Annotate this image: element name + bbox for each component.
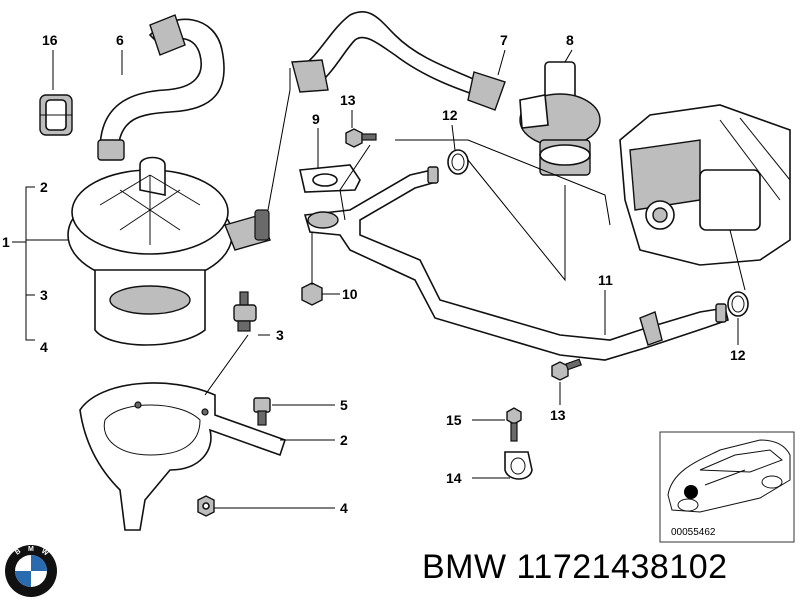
inset-image-number: 00055462	[671, 527, 716, 538]
callout-14: 14	[446, 470, 462, 486]
part-8-valve	[519, 61, 601, 176]
part-1-air-pump	[67, 156, 271, 346]
part-13-bolt-top	[345, 128, 377, 148]
assembly-lines	[267, 68, 746, 291]
part-12-seal-ring-top	[447, 149, 469, 175]
svg-text:W: W	[40, 548, 50, 558]
callout-7: 7	[500, 32, 508, 48]
callout-15: 15	[446, 412, 462, 428]
engine-block	[619, 104, 791, 266]
car-sketch	[667, 439, 791, 513]
part-10-nut	[301, 282, 323, 306]
callout-1: 1	[2, 234, 10, 250]
callout-2-top: 2	[40, 179, 48, 195]
part-7-hose	[291, 11, 506, 111]
callout-10: 10	[342, 286, 358, 302]
callout-8: 8	[566, 32, 574, 48]
callout-6: 6	[116, 32, 124, 48]
callout-numbers: 16 6 7 8 2 1 3 4 13 9 12 10 3 11 12 5 2 …	[2, 32, 746, 516]
part-5-bolt	[253, 397, 271, 426]
part-9-gasket	[299, 164, 361, 193]
pump-bracket	[79, 382, 287, 531]
part-number-label: BMW 11721438102	[422, 548, 728, 586]
callout-13-top: 13	[340, 92, 356, 108]
callout-9: 9	[312, 111, 320, 127]
part-13-bolt-bottom	[551, 358, 582, 381]
bmw-logo: B M W	[4, 544, 58, 603]
location-inset: 00055462	[659, 431, 795, 543]
callout-16: 16	[42, 32, 58, 48]
callout-4-bottom: 4	[340, 500, 348, 516]
part-4-nut	[197, 495, 215, 517]
callout-leaders	[12, 49, 739, 509]
part-16-grommet	[39, 94, 73, 136]
callout-5: 5	[340, 397, 348, 413]
callout-2-bottom: 2	[340, 432, 348, 448]
callout-13-bottom: 13	[550, 407, 566, 423]
callout-3-left: 3	[40, 287, 48, 303]
callout-4-left: 4	[40, 339, 48, 355]
callout-3-right: 3	[276, 327, 284, 343]
engine-location-marker	[684, 485, 698, 499]
bmw-roundel-icon: B M W	[5, 545, 57, 597]
part-6-hose	[97, 14, 225, 161]
callout-12-top: 12	[442, 107, 458, 123]
callout-11: 11	[598, 272, 613, 288]
part-15-bolt	[506, 407, 522, 442]
part-12-seal-ring-bottom	[727, 291, 749, 317]
part-14-clamp	[504, 451, 533, 480]
callout-12-bottom: 12	[730, 347, 746, 363]
part-11-air-pipe	[303, 166, 729, 361]
svg-text:B: B	[14, 548, 22, 557]
svg-text:M: M	[28, 546, 34, 553]
part-3-rubber-mount	[233, 291, 257, 332]
